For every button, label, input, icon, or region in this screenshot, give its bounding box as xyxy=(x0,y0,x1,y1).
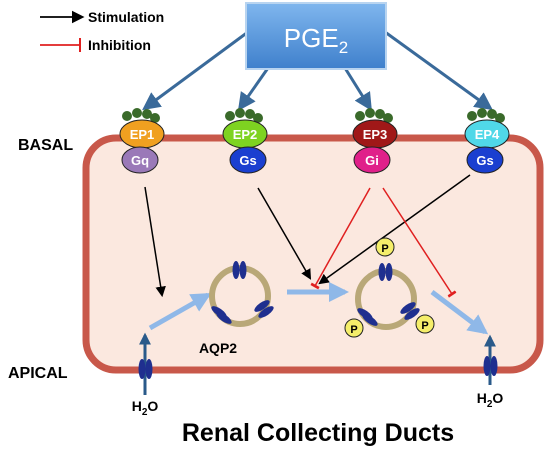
aqp2-vesicle-phosphorylated: P P P xyxy=(344,237,435,338)
phospho-badge xyxy=(375,237,395,257)
ep4-gprotein-label: Gs xyxy=(476,153,493,168)
water-label-left: H2O xyxy=(132,398,159,418)
arrow-ep1-stimulation xyxy=(144,186,166,298)
diagram-caption: Renal Collecting Ducts xyxy=(182,419,454,447)
ep3-gprotein-shape xyxy=(353,146,391,174)
aqp2-channel xyxy=(378,263,386,281)
arrow-ep2-stimulation xyxy=(257,187,312,280)
receptor-ep1: EP1 Gq xyxy=(119,108,165,174)
arrow-ep4-stimulation xyxy=(318,174,471,285)
aqp2-channel xyxy=(400,302,416,314)
aqp2-channel xyxy=(254,300,270,312)
phospho-badge xyxy=(344,318,364,338)
legend: Stimulation Inhibition xyxy=(40,9,164,53)
water-label-right: H2O xyxy=(477,390,504,410)
arrow-apical-to-vesicle xyxy=(148,292,212,331)
arrow-vesicle-to-apical xyxy=(430,290,489,335)
ep1-gprotein-label: Gq xyxy=(131,153,149,168)
ep1-label: EP1 xyxy=(130,127,155,142)
phospho-label: P xyxy=(381,243,388,255)
arrow-pge2-ep4 xyxy=(384,30,493,111)
aqp2-channel xyxy=(239,261,247,279)
aqp2-vesicle-unphosphorylated xyxy=(209,261,274,327)
arrow-ep3-inhibit-exocytosis xyxy=(310,187,371,290)
phospho-badge xyxy=(415,314,435,334)
aqp2-channel xyxy=(138,359,146,379)
aqp2-channel xyxy=(232,261,240,279)
arrow-pge2-ep1 xyxy=(142,30,249,111)
aqp2-channel xyxy=(483,356,491,376)
aqp2-channel xyxy=(362,314,378,326)
collecting-duct-cell xyxy=(82,134,544,374)
ep2-label: EP2 xyxy=(233,127,258,142)
aqp2-channel xyxy=(216,312,232,324)
apical-water-channel-left xyxy=(138,332,153,395)
receptor-ep4: EP4 Gs xyxy=(464,108,510,174)
trafficking-arrows xyxy=(148,282,489,335)
pge2-label: PGE2 xyxy=(284,23,348,57)
phospho-label: P xyxy=(421,320,428,332)
phospho-label: P xyxy=(350,324,357,336)
ep2-gprotein-label: Gs xyxy=(239,153,256,168)
arrow-pge2-ep3 xyxy=(343,67,372,112)
basal-label: BASAL xyxy=(18,137,73,154)
signaling-arrows xyxy=(144,174,471,298)
aqp2-channel xyxy=(145,359,153,379)
ep3-label: EP3 xyxy=(363,127,388,142)
apical-label: APICAL xyxy=(8,365,68,382)
pge2-box: PGE2 xyxy=(245,2,387,70)
receptor-ep2: EP2 Gs xyxy=(222,108,268,174)
aqp2-label: AQP2 xyxy=(199,340,237,356)
aqp2-channel xyxy=(385,263,393,281)
apical-water-channel-right xyxy=(483,334,498,385)
receptor-ep3: EP3 Gi xyxy=(352,108,398,174)
legend-inhibition-label: Inhibition xyxy=(88,37,151,53)
arrow-ep3-inhibit-insertion xyxy=(382,187,457,298)
ep4-gprotein-shape xyxy=(466,146,504,174)
legend-stimulation-label: Stimulation xyxy=(88,9,164,25)
aqp2-channel xyxy=(404,308,420,320)
ep4-label: EP4 xyxy=(475,127,500,142)
aqp2-channel xyxy=(490,356,498,376)
ep2-gprotein-shape xyxy=(229,146,267,174)
arrow-pge2-ep2 xyxy=(237,67,270,111)
aqp2-channel xyxy=(258,306,274,318)
ep3-gprotein-label: Gi xyxy=(365,153,379,168)
ep1-gprotein-shape xyxy=(121,146,159,174)
pge2-receptor-arrows xyxy=(142,30,493,112)
